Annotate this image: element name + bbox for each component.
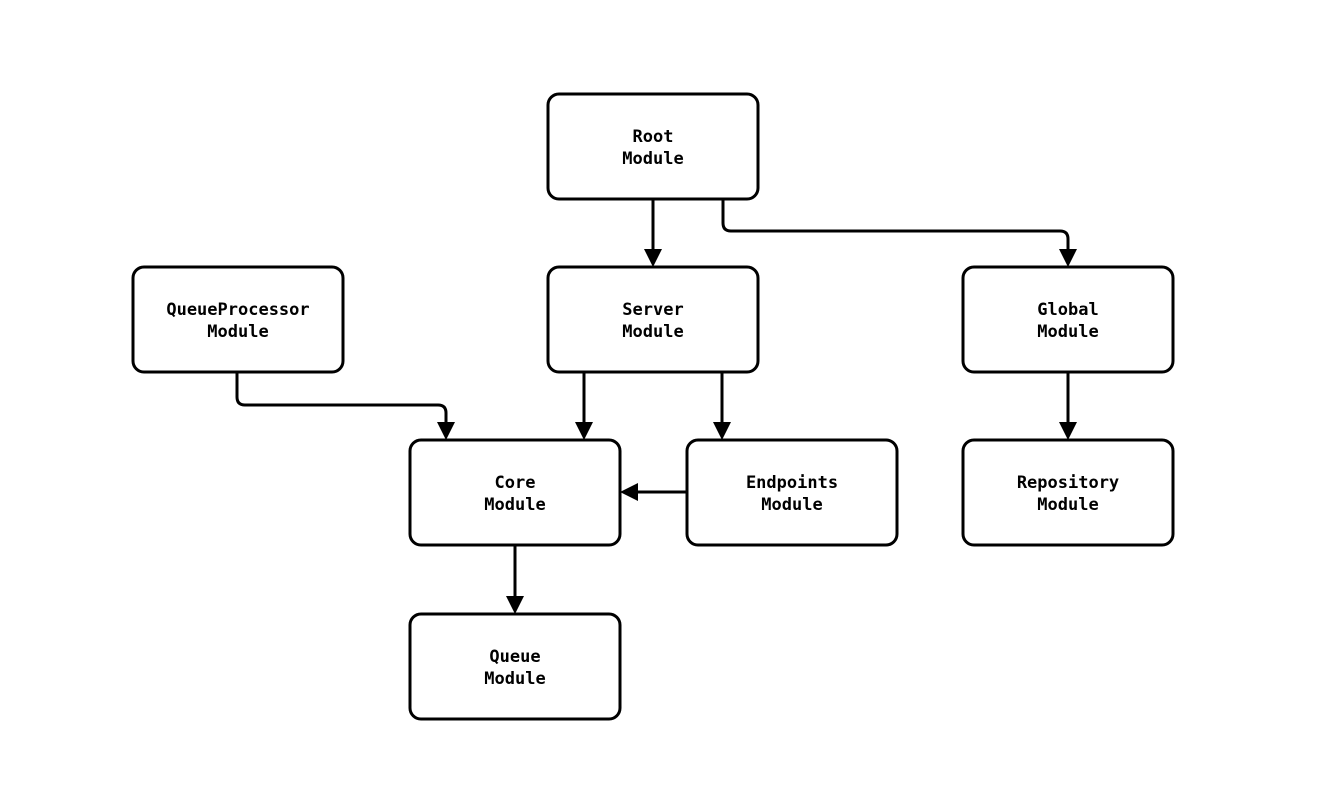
queueprocessor-module-label-line1: QueueProcessor [166, 300, 309, 320]
node-endpoints-module[interactable]: Endpoints Module [685, 438, 899, 547]
global-module-label-line1: Global [1037, 300, 1098, 320]
server-module-label-line2: Module [622, 322, 683, 342]
node-queue-module[interactable]: Queue Module [408, 612, 622, 721]
repository-module-label-line1: Repository [1017, 473, 1119, 493]
queue-module-label-line1: Queue [489, 647, 540, 667]
core-module-label-line2: Module [484, 495, 545, 515]
edge-root-to-global-line [721, 199, 1070, 252]
edge-server-to-endpoints-arrowhead [713, 422, 731, 440]
root-module-label-line1: Root [633, 127, 674, 147]
edge-server-to-core-arrowhead [575, 422, 593, 440]
queue-module-box[interactable] [408, 612, 622, 721]
core-module-label-line1: Core [495, 473, 536, 493]
endpoints-module-label-line1: Endpoints [746, 473, 838, 493]
edge-server-to-core [575, 372, 593, 440]
edge-global-to-repository-arrowhead [1059, 422, 1077, 440]
node-queueprocessor-module[interactable]: QueueProcessor Module [131, 265, 345, 374]
server-module-label-line1: Server [622, 300, 683, 320]
node-global-module[interactable]: Global Module [961, 265, 1175, 374]
node-server-module[interactable]: Server Module [546, 265, 760, 374]
node-root-module[interactable]: Root Module [546, 92, 760, 201]
edge-server-to-endpoints [713, 372, 731, 440]
repository-module-label-line2: Module [1037, 495, 1098, 515]
node-core-module[interactable]: Core Module [408, 438, 622, 547]
edge-queueprocessor-to-core [235, 372, 455, 440]
queueprocessor-module-box[interactable] [131, 265, 345, 374]
edge-endpoints-to-core [620, 483, 687, 501]
node-repository-module[interactable]: Repository Module [961, 438, 1175, 547]
edge-queueprocessor-to-core-arrowhead [437, 422, 455, 440]
endpoints-module-box[interactable] [685, 438, 899, 547]
core-module-box[interactable] [408, 438, 622, 547]
edge-root-to-global [721, 199, 1077, 267]
edge-root-to-server-arrowhead [644, 249, 662, 267]
edge-queueprocessor-to-core-line [235, 372, 448, 425]
edge-root-to-global-arrowhead [1059, 249, 1077, 267]
edge-root-to-server [644, 199, 662, 267]
edge-global-to-repository [1059, 372, 1077, 440]
server-module-box[interactable] [546, 265, 760, 374]
edge-endpoints-to-core-arrowhead [620, 483, 638, 501]
queue-module-label-line2: Module [484, 669, 545, 689]
endpoints-module-label-line2: Module [761, 495, 822, 515]
edge-core-to-queue [506, 545, 524, 614]
global-module-label-line2: Module [1037, 322, 1098, 342]
repository-module-box[interactable] [961, 438, 1175, 547]
root-module-box[interactable] [546, 92, 760, 201]
root-module-label-line2: Module [622, 149, 683, 169]
edge-core-to-queue-arrowhead [506, 596, 524, 614]
global-module-box[interactable] [961, 265, 1175, 374]
queueprocessor-module-label-line2: Module [207, 322, 268, 342]
